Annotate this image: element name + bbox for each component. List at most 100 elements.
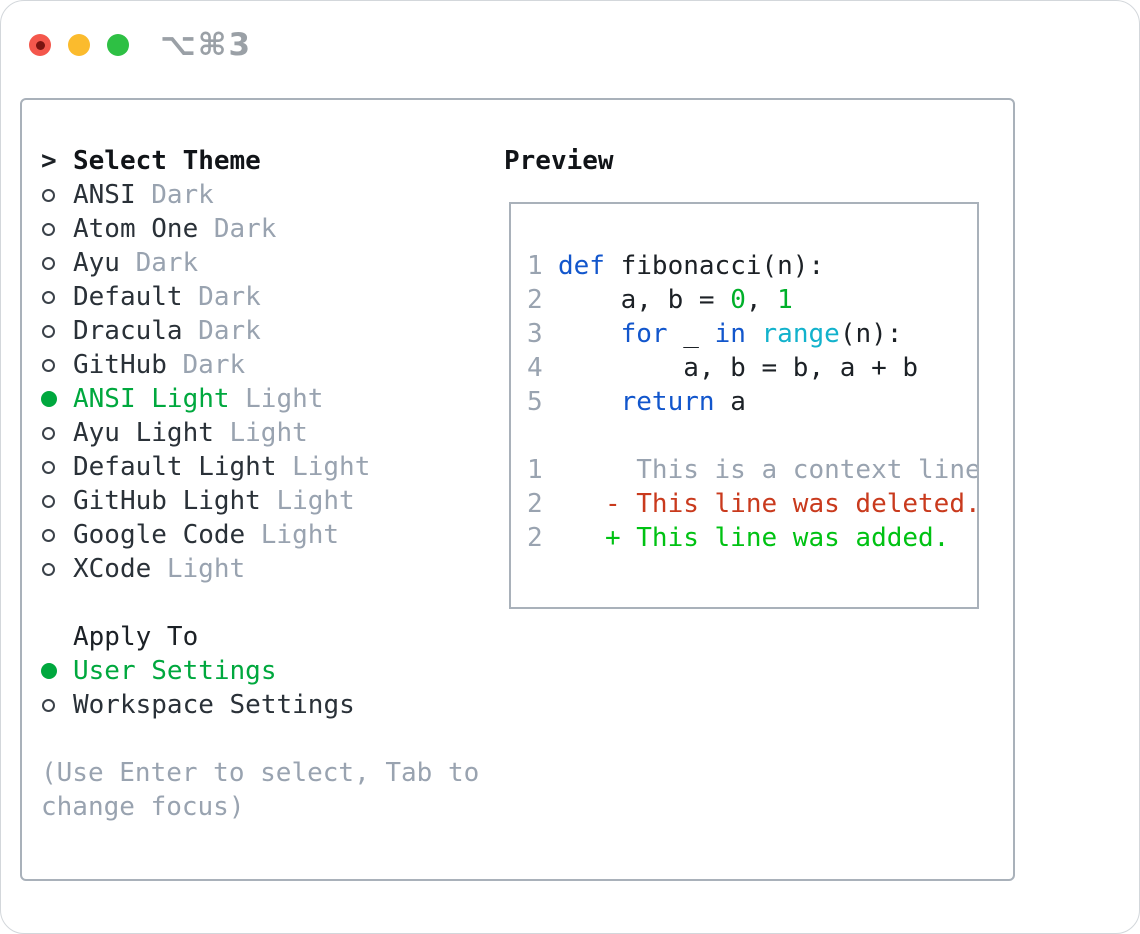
- line-number: 5: [527, 387, 543, 417]
- line-number: 1: [527, 251, 543, 281]
- apply-option-user-settings[interactable]: User Settings: [41, 654, 491, 688]
- code-line: 5 return a: [527, 385, 977, 419]
- radio-icon: [41, 256, 73, 270]
- theme-name: Atom One: [73, 214, 199, 244]
- theme-variant: Dark: [182, 350, 246, 380]
- theme-option-github-light[interactable]: GitHub Light Light: [41, 484, 491, 518]
- theme-name: Ayu Light: [73, 418, 214, 448]
- theme-option-google-code-light[interactable]: Google Code Light: [41, 518, 491, 552]
- theme-variant: Dark: [151, 180, 214, 210]
- radio-icon: [41, 426, 73, 440]
- spacer: [527, 419, 977, 453]
- diff-token: + This line was added.: [558, 523, 950, 553]
- code-token: _: [667, 319, 715, 349]
- theme-option-github-dark[interactable]: GitHub Dark: [41, 348, 491, 382]
- spacer: [41, 722, 491, 756]
- code-token: [746, 317, 762, 351]
- theme-option-atom-one-dark[interactable]: Atom One Dark: [41, 212, 491, 246]
- select-theme-title: Select Theme: [73, 146, 261, 176]
- line-number: 2: [527, 523, 543, 553]
- minimize-button[interactable]: [68, 34, 90, 56]
- code-token: a, b = b, a + b: [558, 353, 919, 383]
- theme-option-ansi-light[interactable]: ANSI Light Light: [41, 382, 491, 416]
- code-token: [558, 317, 621, 351]
- theme-variant: Dark: [135, 248, 199, 278]
- code-token: range: [761, 319, 840, 349]
- theme-variant: Light: [292, 452, 371, 482]
- theme-selector-panel: > Select Theme ANSI Dark Atom One Dark A…: [20, 98, 1015, 881]
- theme-variant: Light: [166, 554, 246, 584]
- theme-variant: Light: [229, 418, 308, 448]
- spacer: [41, 586, 491, 620]
- zoom-button[interactable]: [107, 34, 129, 56]
- theme-variant: Light: [260, 520, 340, 550]
- select-theme-header: > Select Theme: [41, 144, 491, 178]
- code-token: return: [620, 387, 715, 417]
- diff-deleted-line: 2 - This line was deleted.: [527, 487, 977, 521]
- diff-context-line: 1 This is a context line.: [527, 453, 977, 487]
- code-token: (n):: [839, 319, 903, 349]
- code-line: 3 for _ in range (n):: [527, 317, 977, 351]
- preview-title: Preview: [504, 146, 614, 176]
- theme-variant: Light: [276, 486, 355, 516]
- radio-icon: [41, 290, 73, 304]
- radio-icon: [41, 460, 73, 474]
- theme-name: Dracula: [73, 316, 183, 346]
- theme-option-xcode-light[interactable]: XCode Light: [41, 552, 491, 586]
- preview-box: 1 def fibonacci(n): 2 a, b = 0 , 1 3 for…: [509, 202, 979, 609]
- close-button[interactable]: [29, 34, 51, 56]
- preview-header: Preview: [504, 144, 614, 178]
- theme-option-ayu-dark[interactable]: Ayu Dark: [41, 246, 491, 280]
- radio-icon: [41, 494, 73, 508]
- code-token: ,: [745, 285, 778, 315]
- line-number: 2: [527, 285, 543, 315]
- theme-option-default-dark[interactable]: Default Dark: [41, 280, 491, 314]
- theme-name: Google Code: [73, 520, 246, 550]
- theme-variant: Dark: [213, 214, 277, 244]
- theme-list-column: > Select Theme ANSI Dark Atom One Dark A…: [41, 144, 491, 824]
- diff-token: - This line was deleted.: [558, 489, 979, 519]
- theme-name: GitHub: [73, 350, 167, 380]
- code-token: fibonacci(n):: [604, 251, 825, 281]
- code-line: 4 a, b = b, a + b: [527, 351, 977, 385]
- titlebar: ⌥⌘3: [29, 27, 252, 63]
- code-line: 2 a, b = 0 , 1: [527, 283, 977, 317]
- diff-token: This is a context line.: [558, 455, 979, 485]
- theme-option-ayu-light[interactable]: Ayu Light Light: [41, 416, 491, 450]
- help-text: (Use Enter to select, Tab to change focu…: [41, 758, 480, 822]
- line-number: 3: [527, 319, 543, 349]
- line-number: 2: [527, 489, 543, 519]
- radio-icon: [41, 562, 73, 576]
- code-line: 1 def fibonacci(n):: [527, 249, 977, 283]
- line-number: 4: [527, 353, 543, 383]
- apply-option-workspace-settings[interactable]: Workspace Settings: [41, 688, 491, 722]
- theme-name: XCode: [73, 554, 152, 584]
- apply-option-label: Workspace Settings: [73, 690, 355, 720]
- diff-added-line: 2 + This line was added.: [527, 521, 977, 555]
- code-token: in: [714, 319, 746, 349]
- radio-icon: [41, 698, 73, 712]
- code-token: [558, 385, 621, 419]
- theme-variant: Dark: [198, 316, 261, 346]
- theme-variant: Dark: [198, 282, 261, 312]
- theme-name: Ayu: [73, 248, 120, 278]
- theme-name: Default: [73, 282, 183, 312]
- radio-selected-icon: [41, 391, 73, 407]
- theme-option-ansi-dark[interactable]: ANSI Dark: [41, 178, 491, 212]
- theme-option-default-light[interactable]: Default Light Light: [41, 450, 491, 484]
- radio-icon: [41, 528, 73, 542]
- window-shortcut-label: ⌥⌘3: [160, 27, 253, 63]
- code-token: 0: [730, 285, 746, 315]
- apply-to-header: Apply To: [41, 620, 491, 654]
- apply-option-label: User Settings: [73, 656, 277, 686]
- radio-icon: [41, 358, 73, 372]
- theme-name: Default Light: [73, 452, 277, 482]
- cursor-caret-icon: >: [41, 146, 57, 176]
- theme-name: ANSI: [73, 180, 136, 210]
- theme-name: GitHub Light: [73, 486, 261, 516]
- apply-to-title: Apply To: [73, 622, 199, 652]
- theme-variant: Light: [245, 384, 324, 414]
- theme-option-dracula-dark[interactable]: Dracula Dark: [41, 314, 491, 348]
- code-token: 1: [777, 285, 793, 315]
